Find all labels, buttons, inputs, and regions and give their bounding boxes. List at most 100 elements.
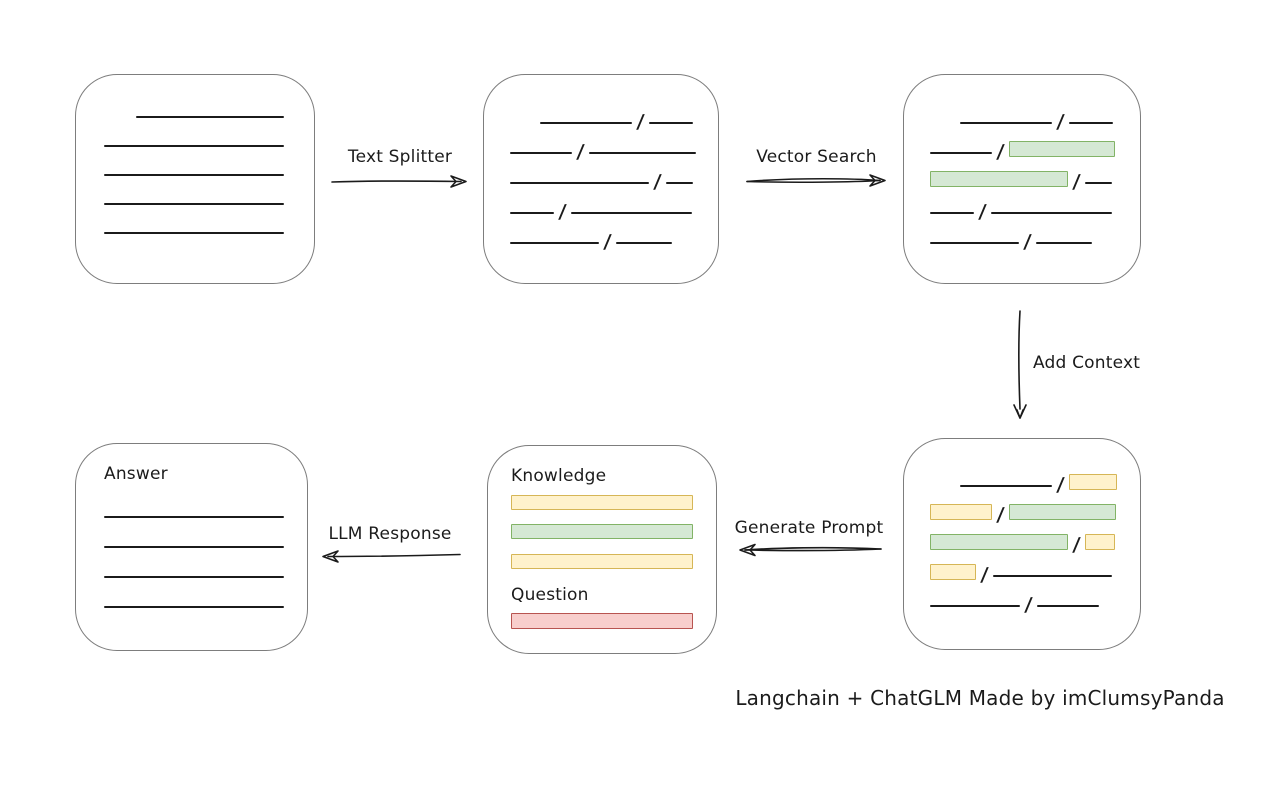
- document-lines: [104, 93, 314, 238]
- vector-search-label: Vector Search: [756, 147, 877, 167]
- text-line-row: /: [930, 521, 1140, 556]
- text-line: [992, 575, 1112, 577]
- yellow-highlight-chunk: [930, 564, 976, 580]
- slash-separator: /: [995, 141, 1006, 163]
- answer-lines: [104, 492, 307, 612]
- text-line: [104, 174, 284, 176]
- text-line-row: /: [930, 218, 1140, 253]
- text-line: [570, 212, 692, 214]
- slash-separator: /: [1055, 111, 1066, 133]
- text-line: [1036, 605, 1099, 607]
- slash-separator: /: [979, 564, 990, 586]
- text-line: [665, 182, 693, 184]
- text-line: [648, 122, 693, 124]
- text-line: [615, 242, 672, 244]
- text-line: [104, 546, 284, 548]
- yellow-highlight-chunk: [930, 504, 992, 520]
- text-line: [510, 152, 572, 154]
- text-line-row: /: [510, 158, 718, 193]
- slash-separator: /: [575, 141, 586, 163]
- yellow-knowledge-bar: [511, 495, 693, 510]
- text-line: [1068, 122, 1113, 124]
- slash-separator: /: [1071, 534, 1082, 556]
- vector-matches-box: / / / / /: [903, 74, 1141, 284]
- green-highlight-chunk: [1008, 504, 1116, 520]
- attribution-caption: Langchain + ChatGLM Made by imClumsyPand…: [735, 686, 1225, 710]
- text-line-row: [104, 552, 307, 582]
- text-line-row: [104, 122, 314, 151]
- text-line-row: /: [930, 461, 1140, 496]
- text-line: [960, 122, 1052, 124]
- green-knowledge-bar: [511, 524, 693, 539]
- text-line: [930, 152, 992, 154]
- slash-separator: /: [1022, 231, 1033, 253]
- text-line-row: /: [930, 98, 1140, 133]
- text-line: [930, 212, 974, 214]
- text-line: [104, 606, 284, 608]
- text-line-row: /: [930, 551, 1140, 586]
- text-line: [1035, 242, 1092, 244]
- answer-box: Answer: [75, 443, 308, 651]
- slash-separator: /: [977, 201, 988, 223]
- text-line: [104, 516, 284, 518]
- yellow-highlight-chunk: [1084, 534, 1115, 550]
- text-line: [960, 485, 1052, 487]
- text-line: [930, 605, 1020, 607]
- slash-separator: /: [652, 171, 663, 193]
- text-line-row: [104, 180, 314, 209]
- add-context-arrow: [1013, 310, 1027, 419]
- generate-prompt-label: Generate Prompt: [734, 518, 884, 538]
- text-line: [588, 152, 696, 154]
- text-line: [104, 576, 284, 578]
- text-line: [990, 212, 1112, 214]
- slash-separator: /: [1071, 171, 1082, 193]
- text-line-row: /: [930, 188, 1140, 223]
- text-line-row: /: [930, 581, 1140, 616]
- text-line: [104, 203, 284, 205]
- text-line-row: /: [510, 188, 718, 223]
- text-splitter-label: Text Splitter: [347, 147, 453, 167]
- question-heading: Question: [511, 585, 589, 605]
- text-line: [104, 145, 284, 147]
- answer-heading: Answer: [104, 464, 168, 484]
- text-line-row: /: [930, 128, 1140, 163]
- text-line-row: /: [510, 128, 718, 163]
- split-text-lines: / / / / /: [510, 98, 718, 253]
- yellow-highlight-chunk: [1068, 474, 1117, 490]
- text-line-row: /: [930, 158, 1140, 193]
- prompt-box: Knowledge Question: [487, 445, 717, 654]
- context-chunk-lines: /////: [930, 461, 1140, 616]
- slash-separator: /: [1055, 474, 1066, 496]
- text-line: [930, 242, 1019, 244]
- slash-separator: /: [602, 231, 613, 253]
- yellow-knowledge-bar: [511, 554, 693, 569]
- source-document-box: [75, 74, 315, 284]
- text-line: [510, 242, 599, 244]
- text-line: [1084, 182, 1112, 184]
- text-line-row: [104, 93, 314, 122]
- green-highlight-chunk: [1008, 141, 1115, 157]
- vector-match-lines: / / / / /: [930, 98, 1140, 253]
- text-line: [510, 182, 649, 184]
- text-line: [540, 122, 632, 124]
- context-chunks-box: /////: [903, 438, 1141, 650]
- slash-separator: /: [995, 504, 1006, 526]
- knowledge-heading: Knowledge: [511, 466, 607, 486]
- text-line-row: [104, 582, 307, 612]
- slash-separator: /: [557, 201, 568, 223]
- text-line-row: [104, 492, 307, 522]
- generate-prompt-arrow: [739, 543, 882, 557]
- text-line-row: /: [510, 218, 718, 253]
- text-line-row: [104, 209, 314, 238]
- llm-response-arrow: [322, 550, 461, 563]
- text-line-row: /: [510, 98, 718, 133]
- green-highlight-chunk: [930, 534, 1068, 550]
- text-line: [136, 116, 284, 118]
- text-line-row: [104, 522, 307, 552]
- text-line-row: [104, 151, 314, 180]
- text-line-row: /: [930, 491, 1140, 526]
- llm-response-label: LLM Response: [328, 524, 452, 544]
- text-line: [510, 212, 554, 214]
- add-context-label: Add Context: [1033, 353, 1141, 373]
